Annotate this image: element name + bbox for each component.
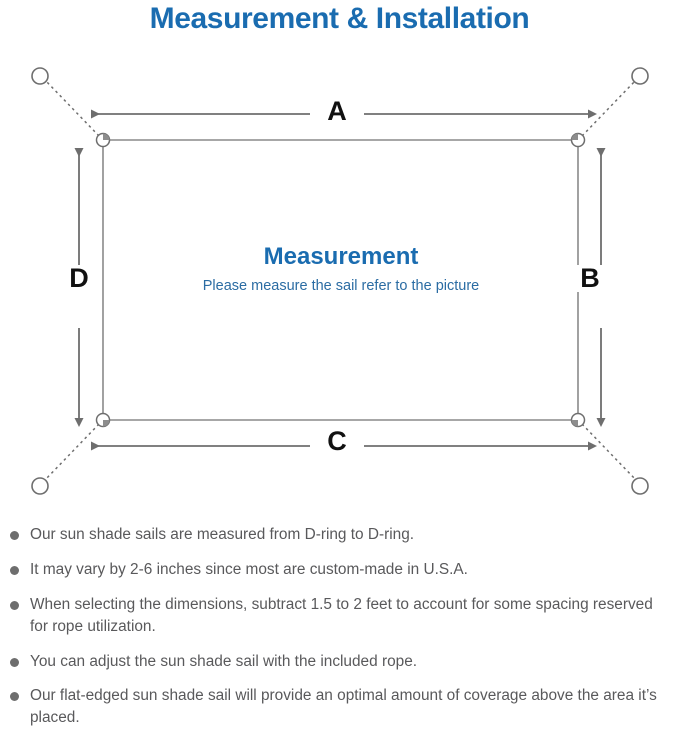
bullet-icon	[10, 657, 19, 667]
dimension-label-b: B	[575, 265, 605, 292]
diagram-canvas	[31, 67, 649, 495]
page-title: Measurement & Installation	[149, 2, 530, 35]
list-item: When selecting the dimensions, subtract …	[0, 594, 679, 638]
sail-subtext: Please measure the sail refer to the pic…	[202, 278, 480, 294]
note-text: It may vary by 2-6 inches since most are…	[30, 560, 468, 578]
bullet-icon	[10, 531, 19, 540]
note-text: When selecting the dimensions, subtract …	[30, 595, 653, 635]
anchor-point-bottom-left	[31, 477, 49, 495]
d-ring-bottom-right-tab	[571, 420, 578, 427]
anchor-point-top-right	[631, 67, 649, 85]
anchor-point-top-left	[31, 67, 49, 85]
rope-line-top-right	[581, 79, 637, 137]
note-text: Our flat-edged sun shade sail will provi…	[30, 687, 657, 727]
list-item: Our sun shade sails are measured from D-…	[0, 524, 679, 546]
sail-heading: Measurement	[263, 243, 419, 270]
dimension-label-c: C	[310, 428, 364, 455]
bullet-icon	[10, 565, 19, 575]
list-item: You can adjust the sun shade sail with t…	[0, 651, 679, 673]
list-item: Our flat-edged sun shade sail will provi…	[0, 685, 679, 729]
note-text: You can adjust the sun shade sail with t…	[30, 652, 418, 670]
note-text: Our sun shade sails are measured from D-…	[30, 526, 415, 543]
dimension-label-a: A	[310, 98, 364, 125]
d-ring-bottom-left-tab	[103, 420, 110, 427]
d-ring-top-left-tab	[103, 133, 110, 140]
bullet-icon	[10, 692, 19, 702]
list-item: It may vary by 2-6 inches since most are…	[0, 559, 679, 581]
rope-line-top-left	[44, 79, 100, 137]
d-ring-top-right-tab	[571, 133, 578, 140]
rope-line-bottom-right	[581, 423, 637, 481]
rope-line-bottom-left	[44, 423, 100, 481]
bullet-icon	[10, 600, 19, 610]
notes-list: Our sun shade sails are measured from D-…	[0, 524, 679, 742]
dimension-label-d: D	[64, 265, 94, 292]
anchor-point-bottom-right	[631, 477, 649, 495]
measurement-diagram: Measurement Please measure the sail refe…	[0, 40, 679, 520]
